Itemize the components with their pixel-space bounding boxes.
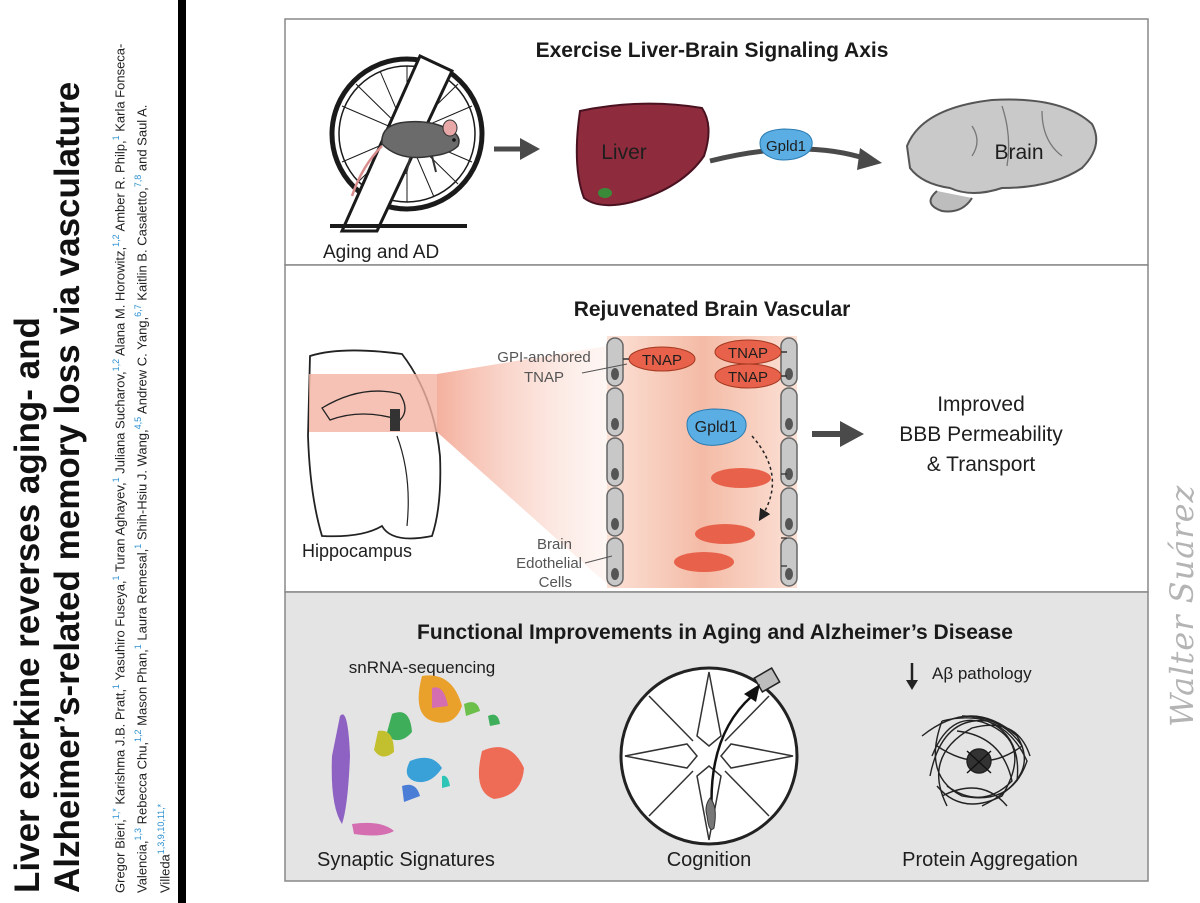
endothelial-label-leader: [584, 555, 613, 564]
author-affiliation: 6,7: [133, 304, 144, 317]
author-affiliation: 1,*: [111, 808, 121, 820]
tnap-molecule-1: [623, 346, 696, 372]
tnap-label-1: TNAP: [642, 352, 682, 369]
stub-anchors: [781, 473, 787, 567]
umap-plot: [331, 675, 524, 836]
gpld1-label-top: Gpld1: [766, 138, 806, 155]
author-affiliation: 1: [133, 644, 144, 650]
author-name: Yasuhiro Fuseya,: [112, 580, 128, 681]
cleaved-tnap-3: [674, 552, 734, 572]
gpi-anchored-label-line2: TNAP: [524, 369, 564, 386]
hippocampus-section-icon: [307, 349, 442, 540]
panel1-title: Exercise Liver-Brain Signaling Axis: [536, 39, 889, 62]
cell-nuclei: [611, 368, 793, 580]
barnes-maze-icon: [619, 666, 799, 846]
arrow-head-2: [857, 148, 882, 170]
gpld1-protein-vessel-icon: [686, 408, 747, 446]
author-affiliation: 1: [111, 684, 121, 690]
liver-icon: [575, 102, 710, 207]
panel2-title: Rejuvenated Brain Vascular: [574, 298, 851, 321]
author-name: Kaitlin B. Casaletto,: [134, 187, 150, 301]
arrow-head-3: [840, 421, 864, 447]
author-name: Karishma J.B. Pratt,: [112, 689, 128, 805]
abeta-label: Aβ pathology: [932, 664, 1032, 683]
panel3-title: Functional Improvements in Aging and Alz…: [417, 621, 1013, 644]
author-name: Gregor Bieri,: [112, 819, 128, 893]
graphical-abstract: Exercise Liver-Brain Signaling Axis Agin…: [284, 18, 1149, 882]
author-affiliation: 7,8: [133, 174, 144, 188]
protein-aggregation-label: Protein Aggregation: [902, 849, 1078, 871]
result-line3: & Transport: [927, 453, 1036, 476]
author-affiliation: 1,3,9,10,11,*: [155, 803, 166, 855]
author-name: Juliana Sucharov,: [112, 371, 128, 474]
mouse-icon: [350, 119, 460, 197]
author-affiliation: 1: [111, 477, 121, 483]
author-affiliation: 4,5: [133, 416, 144, 430]
zoom-projection: [437, 346, 607, 584]
author-affiliation: 1,3: [133, 827, 144, 841]
liver-label: Liver: [601, 141, 647, 164]
aging-ad-label: Aging and AD: [323, 242, 439, 263]
author-name: Andrew C. Yang,: [134, 316, 150, 414]
author-name: Turan Aghayev,: [112, 482, 128, 573]
tnap-label-3: TNAP: [728, 369, 768, 386]
endothelial-label-line3: Cells: [539, 574, 572, 591]
author-name: Laura Remesal,: [134, 548, 150, 641]
author-name: Rebecca Chu,: [134, 741, 150, 825]
endothelial-label-line2: Edothelial: [516, 555, 582, 572]
plaque-icon: [921, 715, 1031, 807]
author-name: Amber R. Philp,: [112, 140, 128, 232]
paper-title-line2: Alzheimer’s-related memory loss via vasc…: [48, 81, 87, 893]
gpi-label-leader: [581, 363, 628, 374]
author-list: Gregor Bieri,1,* Karishma J.B. Pratt,1 Y…: [107, 13, 174, 893]
author-affiliation: 1: [133, 543, 144, 549]
author-affiliation: 1,2: [133, 729, 144, 742]
cleaved-tnap-1: [711, 468, 771, 488]
brain-icon: [905, 98, 1098, 213]
snrna-label: snRNA-sequencing: [349, 658, 495, 677]
brain-label: Brain: [994, 141, 1043, 164]
result-line1: Improved: [937, 393, 1025, 416]
cleaved-tnap-2: [695, 524, 755, 544]
gpld1-protein-icon: [759, 128, 813, 161]
synaptic-label: Synaptic Signatures: [317, 849, 495, 871]
watermark: Walter Suárez: [1163, 484, 1200, 727]
divider-bar: [178, 0, 186, 903]
author-affiliation: 1,2: [111, 234, 121, 247]
hippocampus-label: Hippocampus: [302, 541, 412, 561]
gpld1-label-vessel: Gpld1: [695, 419, 738, 436]
gpi-anchored-label-line1: GPI-anchored: [497, 349, 590, 366]
paper-title-line1: Liver exerkine reverses aging- and: [8, 317, 47, 893]
arrow-head-1: [520, 138, 540, 160]
cognition-label: Cognition: [667, 849, 752, 871]
author-affiliation: 1: [111, 575, 121, 581]
tnap-label-2: TNAP: [728, 345, 768, 362]
author-name: Shih-Hsiu J. Wang,: [134, 429, 150, 541]
result-line2: BBB Permeability: [899, 423, 1063, 446]
author-name: Alana M. Horowitz,: [112, 246, 128, 356]
endothelial-label-line1: Brain: [537, 536, 572, 553]
author-name: Mason Phan,: [134, 649, 150, 726]
paper-title: Liver exerkine reverses aging- and Alzhe…: [8, 13, 88, 893]
cleavage-arrow: [751, 435, 774, 522]
author-affiliation: 1,2: [111, 358, 121, 372]
down-arrow-icon: [906, 663, 918, 690]
tnap-molecule-3: [714, 363, 787, 389]
author-affiliation: 1: [111, 135, 121, 141]
